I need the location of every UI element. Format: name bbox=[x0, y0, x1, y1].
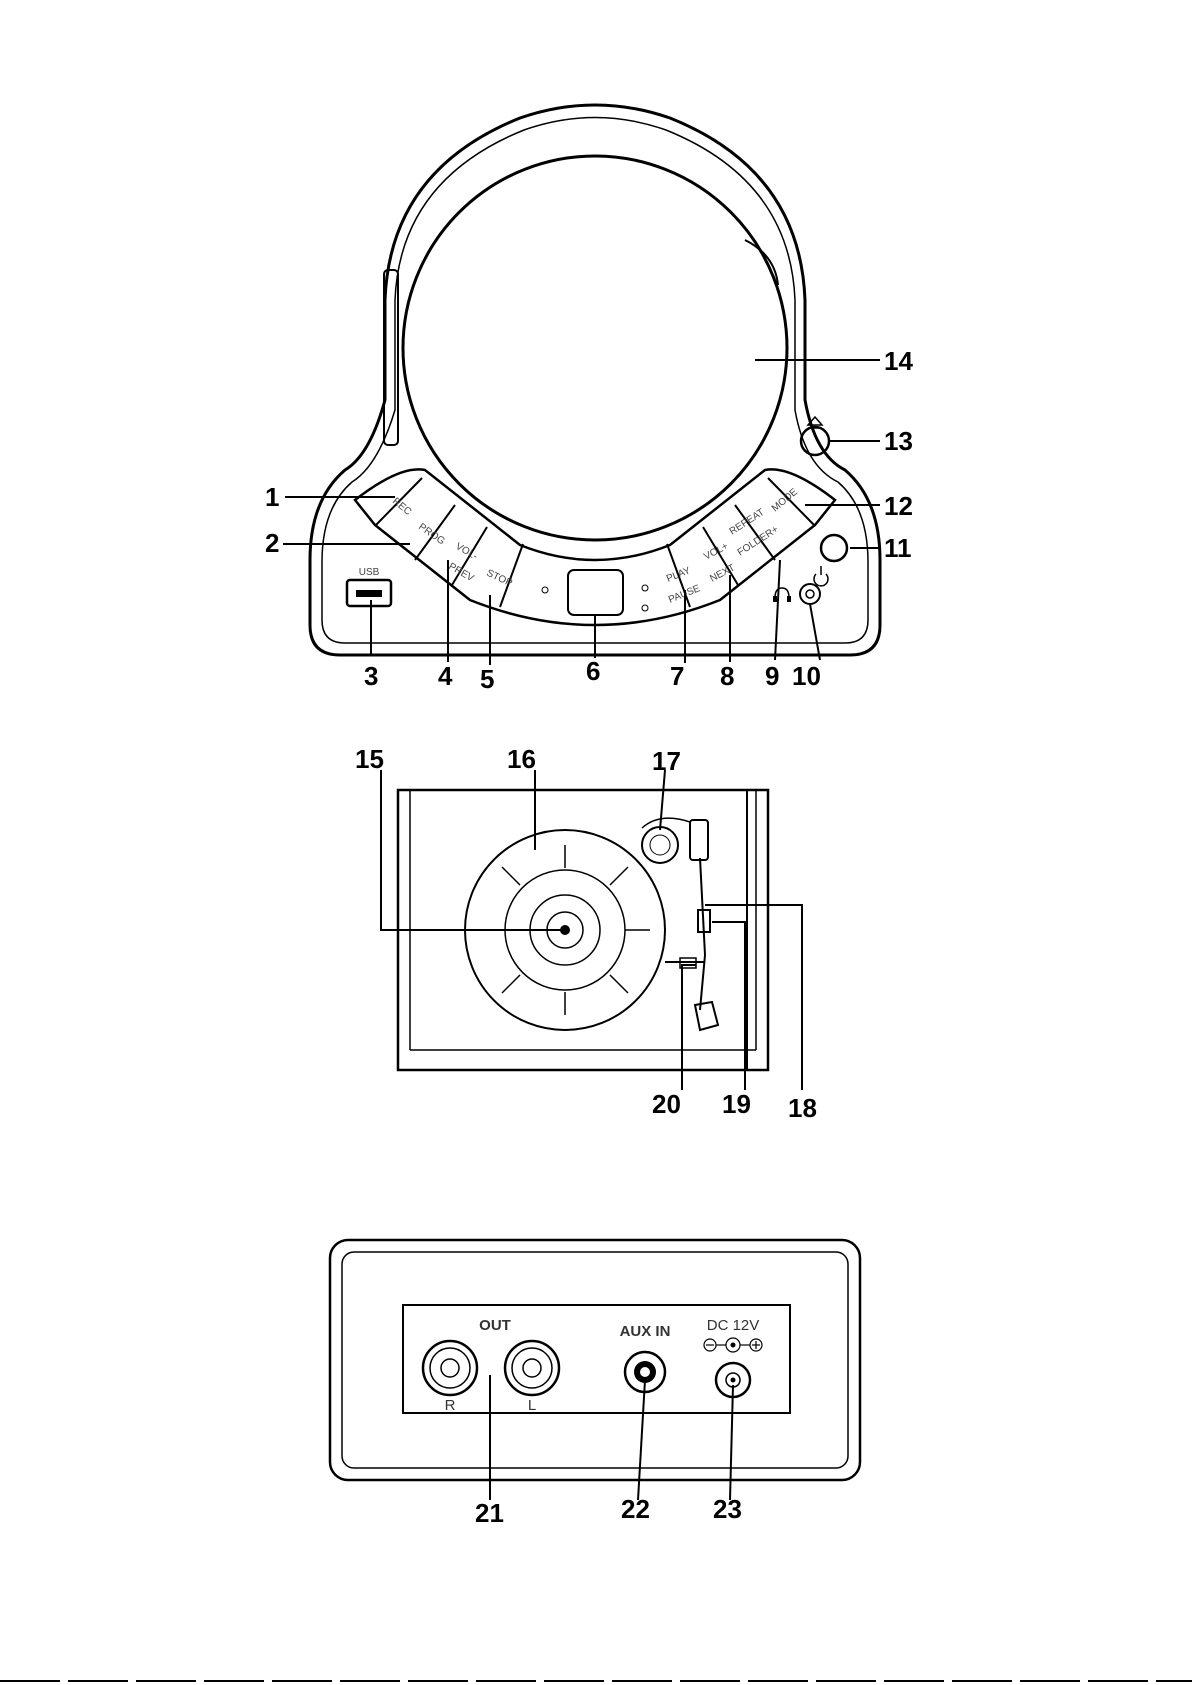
control-strip bbox=[355, 469, 835, 625]
callout-8: 8 bbox=[720, 661, 734, 691]
display-window bbox=[568, 570, 623, 615]
headphone-jack[interactable] bbox=[800, 584, 820, 604]
rear-housing bbox=[330, 1240, 860, 1480]
headphone-icon bbox=[773, 588, 791, 602]
power-button[interactable] bbox=[821, 535, 847, 561]
turntable-view: 15 16 17 18 19 20 bbox=[355, 744, 817, 1123]
turntable-leader-lines bbox=[381, 770, 802, 1090]
polarity-icon bbox=[704, 1338, 762, 1352]
callout-23: 23 bbox=[713, 1494, 742, 1524]
next-button[interactable]: NEXT bbox=[708, 562, 737, 584]
out-left-jack[interactable] bbox=[505, 1341, 559, 1395]
callout-2: 2 bbox=[265, 528, 279, 558]
indicator-led-right bbox=[642, 585, 648, 591]
cartridge bbox=[695, 1002, 718, 1030]
power-icon bbox=[814, 566, 828, 586]
usb-label: USB bbox=[359, 567, 380, 578]
cd-lid bbox=[403, 156, 787, 540]
out-right-label: R bbox=[445, 1397, 456, 1414]
play-button[interactable]: PLAY bbox=[665, 565, 692, 585]
callout-4: 4 bbox=[438, 661, 453, 691]
indicator-led-bottom bbox=[642, 605, 648, 611]
rec-button[interactable]: REC bbox=[390, 496, 413, 518]
callout-1: 1 bbox=[265, 482, 279, 512]
callout-10: 10 bbox=[792, 661, 821, 691]
callout-3: 3 bbox=[364, 661, 378, 691]
indicator-led-left bbox=[542, 587, 548, 593]
tonearm-pivot bbox=[690, 820, 708, 860]
callout-14: 14 bbox=[884, 346, 913, 376]
callout-18: 18 bbox=[788, 1093, 817, 1123]
callout-15: 15 bbox=[355, 744, 384, 774]
mode-button[interactable]: MODE bbox=[770, 486, 800, 514]
callout-21: 21 bbox=[475, 1498, 504, 1528]
dc-label: DC 12V bbox=[707, 1317, 760, 1334]
callout-13: 13 bbox=[884, 426, 913, 456]
out-label: OUT bbox=[479, 1317, 511, 1334]
out-right-jack[interactable] bbox=[423, 1341, 477, 1395]
vol-plus-button[interactable]: VOL+ bbox=[702, 541, 730, 563]
rear-view: OUT R L AUX IN DC 12V bbox=[330, 1240, 860, 1528]
callout-9: 9 bbox=[765, 661, 779, 691]
callout-11: 11 bbox=[884, 533, 912, 563]
prev-button[interactable]: PREV bbox=[447, 561, 476, 584]
stop-button[interactable]: STOP bbox=[485, 568, 514, 590]
speed-selector[interactable] bbox=[642, 827, 678, 863]
callout-16: 16 bbox=[507, 744, 536, 774]
callout-6: 6 bbox=[586, 656, 600, 686]
callout-20: 20 bbox=[652, 1089, 681, 1119]
top-leader-lines bbox=[283, 360, 880, 665]
aux-label: AUX IN bbox=[620, 1323, 671, 1340]
callout-12: 12 bbox=[884, 491, 913, 521]
housing-inner bbox=[322, 118, 868, 644]
callout-17: 17 bbox=[652, 746, 681, 776]
top-view: USB REC PROG VOL- PREV STOP PLAY PAUSE V… bbox=[265, 105, 913, 694]
callout-22: 22 bbox=[621, 1494, 650, 1524]
prog-button[interactable]: PROG bbox=[416, 521, 447, 547]
vol-minus-button[interactable]: VOL- bbox=[454, 541, 480, 562]
callout-5: 5 bbox=[480, 664, 494, 694]
tonearm bbox=[700, 858, 705, 955]
callout-19: 19 bbox=[722, 1089, 751, 1119]
out-left-label: L bbox=[528, 1397, 536, 1414]
callout-7: 7 bbox=[670, 661, 684, 691]
